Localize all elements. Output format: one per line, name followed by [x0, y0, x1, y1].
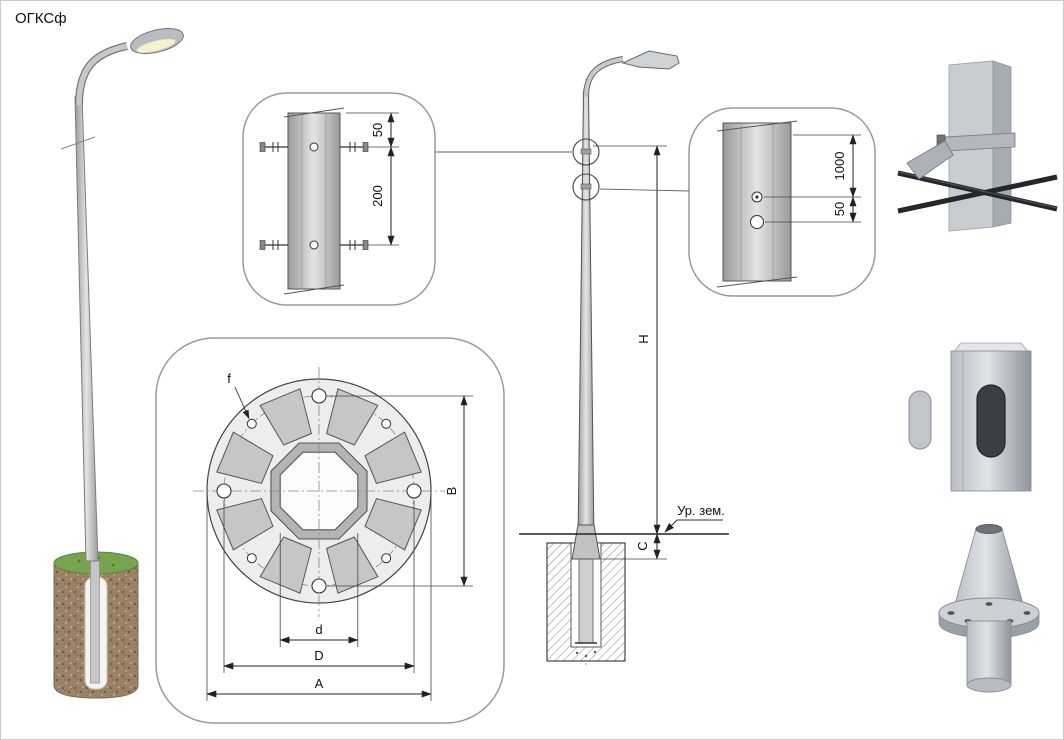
break-line	[283, 284, 345, 295]
bolt-set-lower	[259, 240, 369, 250]
door-opening	[976, 384, 1006, 458]
sleeve-bottom	[966, 677, 1012, 693]
f-leader	[234, 386, 250, 420]
bolt-center	[755, 195, 759, 199]
bolt-hole-n	[311, 388, 327, 404]
bracket-arm	[584, 57, 624, 98]
break-line	[716, 276, 798, 288]
bolt-hole-w	[216, 483, 232, 499]
dim-label-d: d	[315, 622, 322, 637]
bolt-hole-s	[311, 578, 327, 594]
dim-label-C: C	[635, 541, 650, 550]
embedded-pole	[90, 560, 100, 684]
bolt-set-upper	[259, 142, 369, 152]
flange-hole	[1023, 611, 1031, 615]
lower-sleeve	[966, 620, 1012, 686]
grass-dot	[77, 559, 81, 563]
flange-base-render	[938, 524, 1040, 693]
bracket-arm	[76, 43, 128, 106]
hatch-render	[908, 342, 1032, 492]
rod-highlight	[897, 171, 1058, 209]
dim-label-H: H	[636, 334, 651, 343]
access-hole	[750, 215, 764, 229]
section-slash	[60, 136, 96, 150]
ground-leader	[664, 519, 723, 533]
pole-section	[287, 112, 341, 290]
clamp-render	[897, 60, 1058, 232]
grass-dot	[97, 556, 101, 560]
grout-dot	[575, 651, 579, 655]
small-hole	[246, 553, 257, 564]
pole-shaft-3d	[74, 96, 99, 562]
detail-marker-lower	[572, 173, 600, 201]
dim-label-B: B	[444, 487, 459, 496]
break-line	[283, 107, 345, 118]
joint-band	[580, 148, 592, 155]
lamp-diffuser	[136, 38, 176, 53]
door-cover	[908, 390, 932, 450]
bolt-hole-e	[406, 483, 422, 499]
ground-level-label: Ур. зем.	[677, 503, 725, 518]
detail-marker-upper	[572, 138, 600, 166]
base-flare	[571, 524, 601, 560]
dim-label-D: D	[314, 648, 323, 663]
pole-shaft	[577, 90, 595, 542]
small-hole	[381, 553, 392, 564]
flange-callout: f B d D A	[155, 337, 505, 724]
dim-label-50: 50	[370, 123, 385, 137]
pole-body	[950, 350, 1032, 492]
detail-callout-top: 50 200	[242, 92, 436, 306]
drawing-title: ОГКСф	[15, 10, 67, 27]
dim-label-1000: 1000	[832, 152, 847, 181]
lamp-head	[130, 27, 184, 55]
small-hole	[381, 418, 392, 429]
anchor-rod	[897, 174, 1058, 214]
pole-elevation: H C Ур. зем.	[519, 50, 729, 667]
cone-opening	[975, 524, 1003, 534]
embedded-shaft	[578, 558, 594, 644]
dim-label-50-right: 50	[832, 202, 847, 216]
luminaire	[621, 50, 680, 70]
detail-callout-right: 1000 50	[688, 107, 876, 297]
grout-dot	[593, 650, 597, 654]
gusset-ring	[216, 388, 422, 594]
bolt-hole	[309, 142, 319, 152]
small-hole	[246, 418, 257, 429]
joint-band	[580, 183, 592, 190]
grout-dot	[584, 654, 588, 658]
leader-right-callout	[599, 188, 690, 192]
dim-label-200: 200	[370, 185, 385, 207]
flange-hole	[947, 611, 955, 615]
dim-label-A: A	[315, 676, 324, 691]
cone-fitting	[906, 140, 954, 180]
dim-label-f: f	[227, 371, 231, 386]
streetlight-render	[53, 27, 184, 699]
break-line	[716, 120, 798, 132]
flange-hole	[985, 602, 993, 606]
bolt-hole	[309, 240, 319, 250]
anchor-rod	[897, 170, 1058, 212]
grass-dot	[111, 563, 115, 567]
